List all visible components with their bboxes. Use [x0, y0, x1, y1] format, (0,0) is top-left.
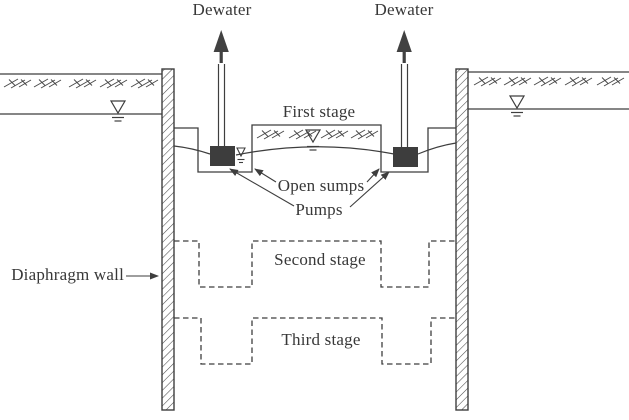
discharge-pipes — [217, 64, 409, 148]
dewater-label-right: Dewater — [374, 0, 434, 19]
water-table-icon — [110, 100, 126, 122]
first-stage-label: First stage — [282, 102, 356, 121]
water-table-icon-sump — [236, 147, 246, 164]
dewater-label-left: Dewater — [192, 0, 252, 19]
open-sumps-arrow-left — [254, 168, 277, 183]
right-diaphragm-wall — [455, 68, 469, 411]
water-table-left — [0, 100, 162, 122]
pumps-arrow-right — [349, 171, 390, 208]
pump-right — [393, 147, 418, 167]
dewater-arrow-left — [213, 30, 229, 63]
open-sumps-label: Open sumps — [277, 176, 365, 195]
leader-arrows — [126, 168, 390, 280]
water-table-icon — [509, 95, 525, 117]
left-diaphragm-wall — [161, 68, 175, 411]
second-stage-label: Second stage — [274, 250, 366, 269]
pumps-arrow-left — [229, 168, 295, 207]
soil-hatch-left — [3, 78, 159, 89]
third-stage-label: Third stage — [281, 330, 361, 349]
diaphragm-wall-label: Diaphragm wall — [11, 265, 124, 284]
pumps-label: Pumps — [295, 200, 343, 219]
dewater-arrow-right — [396, 30, 412, 63]
third-stage-outline — [174, 317, 456, 365]
water-table-right — [468, 95, 629, 117]
ground-surface-lines — [0, 71, 629, 75]
soil-hatch-right — [473, 76, 625, 87]
second-stage-outline — [174, 240, 456, 288]
open-sumps-arrow-right — [366, 168, 380, 183]
pump-left — [210, 146, 235, 166]
